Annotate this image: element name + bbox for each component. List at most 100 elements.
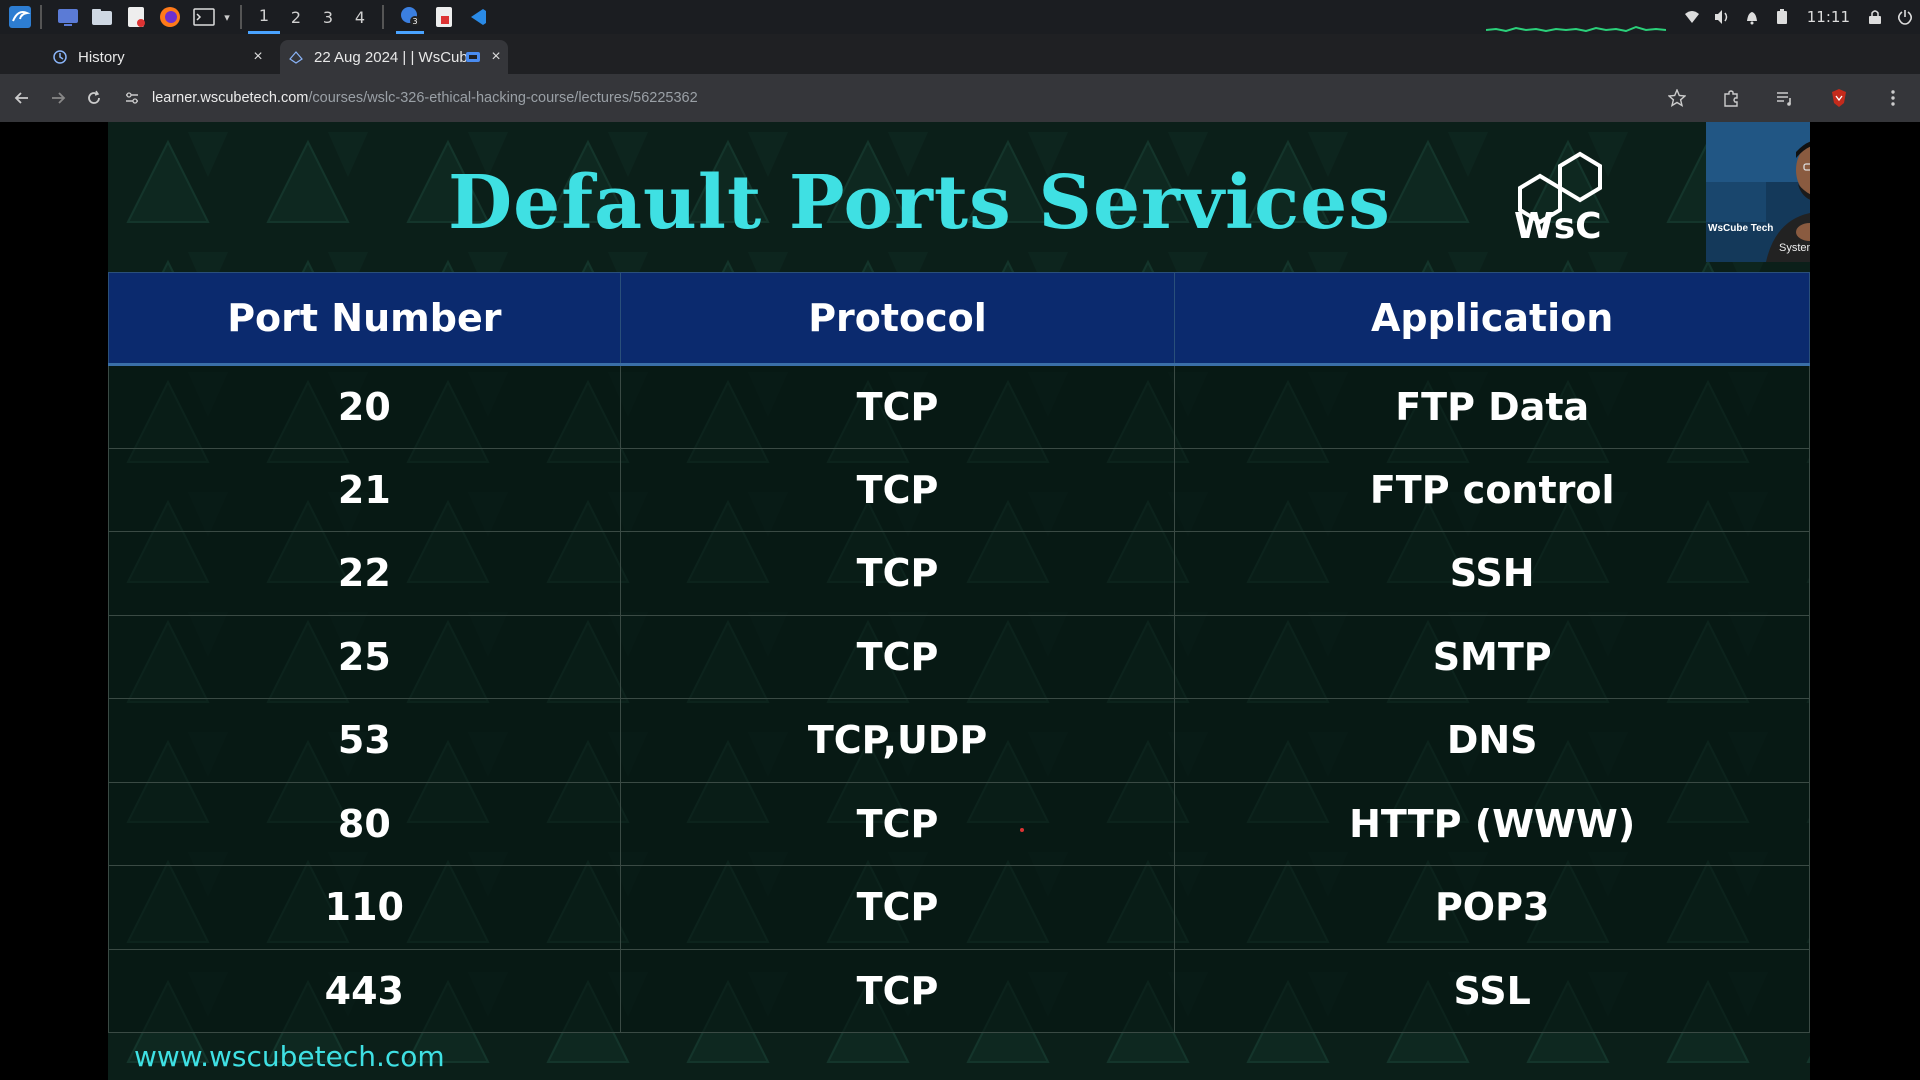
page-content: Default Ports Services WsC Port Number P… <box>0 122 1920 1080</box>
wifi-icon[interactable] <box>1677 0 1707 34</box>
column-header-application: Application <box>1174 272 1810 366</box>
battery-icon[interactable] <box>1767 0 1797 34</box>
tab-history[interactable]: History × <box>44 40 270 74</box>
browser-task-icon[interactable]: 3 <box>396 0 424 34</box>
browser-menu-button[interactable] <box>1866 80 1920 116</box>
terminal-icon[interactable] <box>190 3 218 31</box>
application-cell: FTP control <box>1174 447 1810 532</box>
cursor-dot <box>1020 828 1024 832</box>
wscube-logo <box>1518 151 1602 225</box>
table-row: 110 TCP POP3 <box>108 865 1810 950</box>
clock[interactable]: 11:11 <box>1806 8 1850 26</box>
lock-icon[interactable] <box>1860 0 1890 34</box>
site-favicon-icon <box>288 49 304 65</box>
tab-label: History <box>78 48 125 66</box>
ports-table: Port Number Protocol Application 20 TCP … <box>108 272 1810 1033</box>
chevron-down-icon[interactable]: ▾ <box>224 10 230 24</box>
port-number-cell: 53 <box>108 698 621 783</box>
url-path: /courses/wslc-326-ethical-hacking-course… <box>308 90 698 106</box>
application-cell: DNS <box>1174 698 1810 783</box>
media-controls-button[interactable] <box>1758 80 1812 116</box>
port-number-cell: 443 <box>108 948 621 1033</box>
back-arrow-icon <box>14 92 28 104</box>
file-manager-icon[interactable] <box>88 3 116 31</box>
instructor-webcam: WsCube Tech System For Satisfaction <box>1706 122 1810 262</box>
media-playing-icon[interactable] <box>466 52 484 62</box>
webcam-tagline: System For Satisfaction <box>1779 242 1810 254</box>
tab-close-button[interactable]: × <box>253 48 263 65</box>
pdf-icon[interactable] <box>430 3 458 31</box>
protocol-cell: TCP <box>619 614 1176 699</box>
browser-tab-strip: ⌄ History × 22 Aug 2024 | | WsCub × + <box>0 34 1920 99</box>
tab-lecture[interactable]: 22 Aug 2024 | | WsCub × <box>280 40 508 74</box>
forward-arrow-icon <box>52 92 66 104</box>
firefox-icon[interactable] <box>156 3 184 31</box>
port-number-cell: 25 <box>108 614 621 699</box>
site-info-icon[interactable] <box>124 91 152 105</box>
url-host: learner.wscubetech.com <box>152 90 309 106</box>
history-icon <box>52 49 68 65</box>
reload-button[interactable] <box>76 80 112 116</box>
slide-title: Default Ports Services <box>448 160 1391 246</box>
volume-icon[interactable] <box>1707 0 1737 34</box>
port-number-cell: 110 <box>108 865 621 950</box>
table-row: 21 TCP FTP control <box>108 447 1810 532</box>
lecture-video[interactable]: Default Ports Services WsC Port Number P… <box>108 122 1810 1080</box>
slide-footer-url: www.wscubetech.com <box>134 1040 445 1073</box>
taskbar-separator <box>382 5 384 29</box>
text-editor-icon[interactable] <box>122 3 150 31</box>
back-button[interactable] <box>4 80 40 116</box>
reload-icon <box>88 90 100 104</box>
table-row: 443 TCP SSL <box>108 948 1810 1033</box>
vscode-icon[interactable] <box>464 3 492 31</box>
tab-close-button[interactable]: × <box>491 48 501 65</box>
workspace-3[interactable]: 3 <box>322 7 334 27</box>
toolbar-actions <box>1650 74 1920 122</box>
column-header-port-number: Port Number <box>108 272 621 366</box>
application-cell: POP3 <box>1174 865 1810 950</box>
os-taskbar: ▾ 1 2 3 4 3 11:11 <box>0 0 1920 34</box>
workspace-4[interactable]: 4 <box>354 7 366 27</box>
svg-text:3: 3 <box>413 17 418 26</box>
protocol-cell: TCP,UDP <box>619 698 1176 783</box>
port-number-cell: 22 <box>108 531 621 616</box>
table-row: 22 TCP SSH <box>108 531 1810 616</box>
table-header-row: Port Number Protocol Application <box>108 272 1810 366</box>
system-tray: 11:11 <box>1677 0 1920 34</box>
power-icon[interactable] <box>1890 0 1920 34</box>
protocol-cell: TCP <box>619 948 1176 1033</box>
extensions-button[interactable] <box>1704 80 1758 116</box>
workspace-2[interactable]: 2 <box>290 7 302 27</box>
desktop-icon[interactable] <box>54 3 82 31</box>
protocol-cell: TCP <box>619 865 1176 950</box>
protocol-cell: TCP <box>619 781 1176 866</box>
workspace-1[interactable]: 1 <box>248 0 280 34</box>
application-cell: SSL <box>1174 948 1810 1033</box>
table-row: 20 TCP FTP Data <box>108 364 1810 449</box>
port-number-cell: 21 <box>108 447 621 532</box>
puzzle-icon <box>1724 90 1738 107</box>
media-queue-icon <box>1777 92 1791 106</box>
kali-menu-icon[interactable] <box>6 3 34 31</box>
browser-toolbar: learner.wscubetech.com/courses/wslc-326-… <box>0 74 1920 122</box>
application-cell: SSH <box>1174 531 1810 616</box>
protocol-cell: TCP <box>619 447 1176 532</box>
application-cell: HTTP (WWW) <box>1174 781 1810 866</box>
application-cell: SMTP <box>1174 614 1810 699</box>
tab-label: 22 Aug 2024 | | WsCub <box>314 48 466 66</box>
kebab-menu-icon <box>1891 90 1895 106</box>
logo-text: WsC <box>1514 206 1602 247</box>
port-number-cell: 20 <box>108 364 621 449</box>
bookmark-star-button[interactable] <box>1650 80 1704 116</box>
instructor-video-frame <box>1706 122 1810 262</box>
shield-icon <box>1832 89 1846 107</box>
brave-shield-button[interactable] <box>1812 80 1866 116</box>
table-row: 53 TCP,UDP DNS <box>108 698 1810 783</box>
protocol-cell: TCP <box>619 531 1176 616</box>
forward-button[interactable] <box>40 80 76 116</box>
column-header-protocol: Protocol <box>619 272 1176 366</box>
network-graph <box>1486 25 1666 32</box>
address-bar[interactable]: learner.wscubetech.com/courses/wslc-326-… <box>124 80 1740 116</box>
protocol-cell: TCP <box>619 364 1176 449</box>
bell-icon[interactable] <box>1737 0 1767 34</box>
